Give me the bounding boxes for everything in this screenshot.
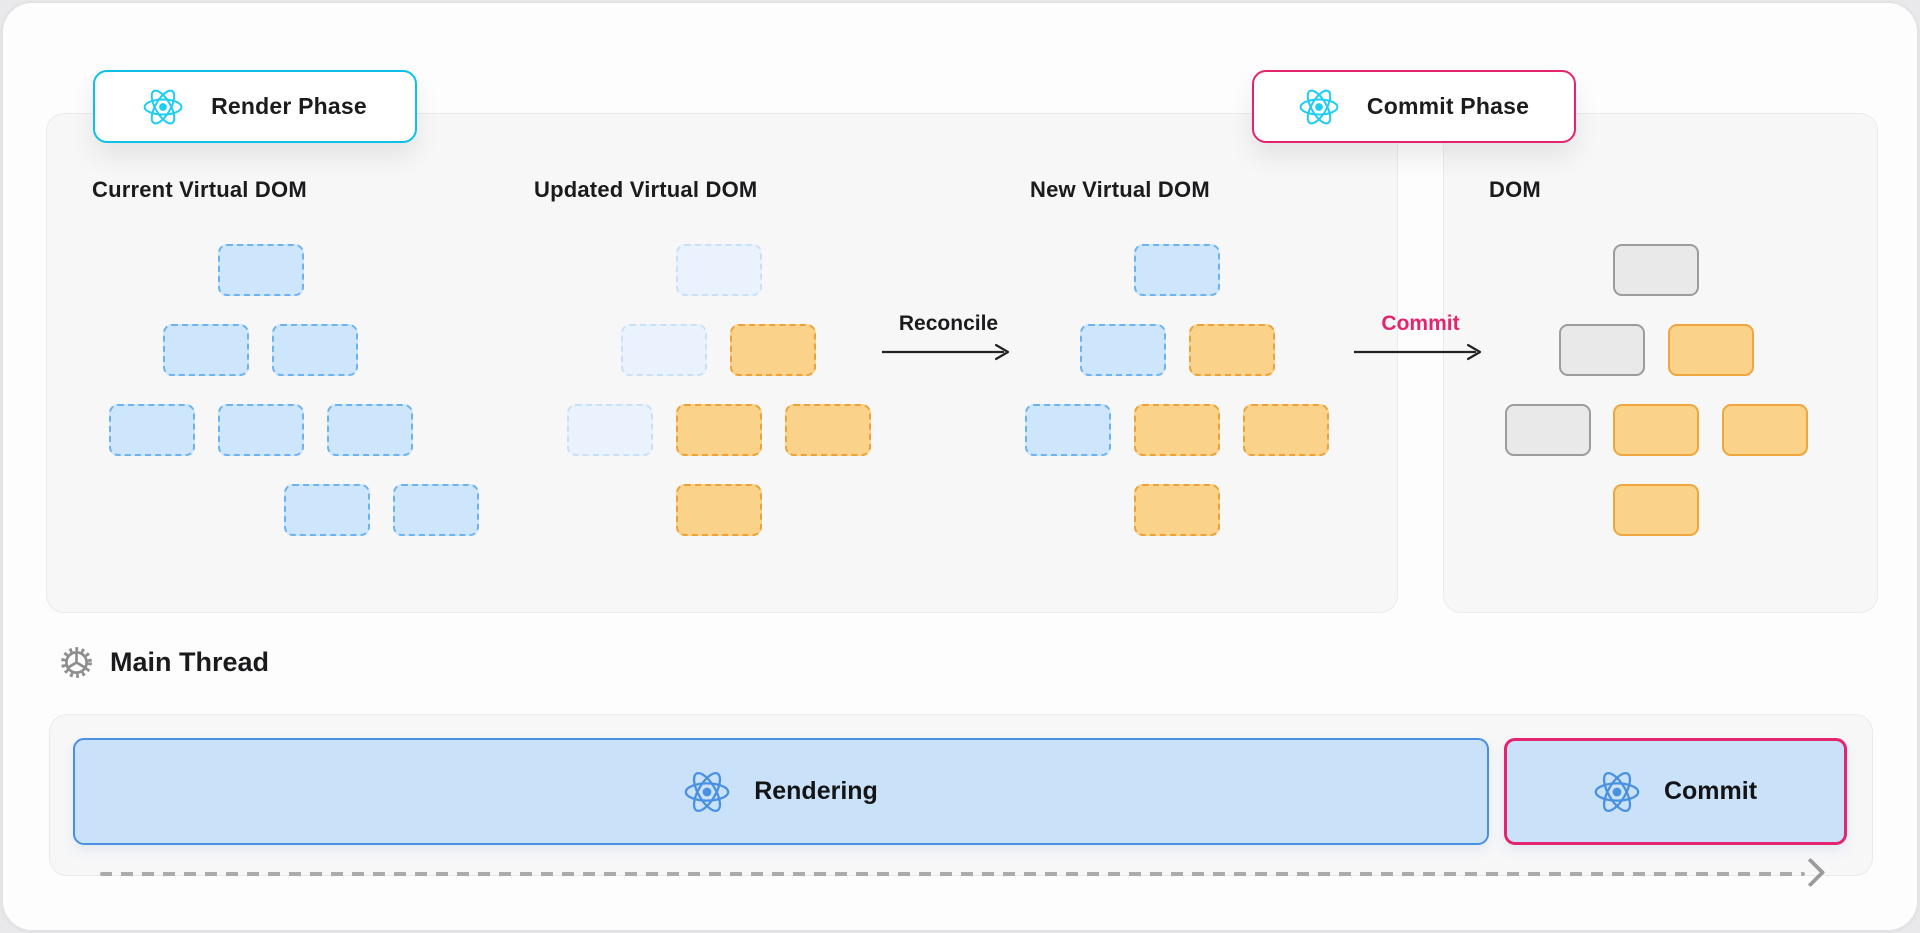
render-phase-label: Render Phase bbox=[211, 93, 367, 119]
commit-label: Commit bbox=[1381, 312, 1460, 335]
current-virtual-dom-node bbox=[163, 324, 249, 376]
right-arrow-icon bbox=[882, 343, 1010, 361]
new-virtual-dom-title: New Virtual DOM bbox=[1030, 177, 1210, 202]
dom-node bbox=[1505, 404, 1591, 456]
commit-bar-label: Commit bbox=[1663, 777, 1758, 805]
render-phase-badge: Render Phase bbox=[93, 70, 417, 143]
dom-panel bbox=[1443, 113, 1878, 613]
react-logo-icon bbox=[143, 87, 183, 127]
react-logo-icon bbox=[1594, 769, 1640, 815]
dom-title: DOM bbox=[1489, 177, 1541, 202]
updated-virtual-dom-node bbox=[676, 244, 762, 296]
current-virtual-dom-node bbox=[218, 404, 304, 456]
main-thread-heading: Main Thread bbox=[60, 646, 269, 679]
commit-task-bar: Commit bbox=[1504, 738, 1847, 845]
updated-virtual-dom-node bbox=[567, 404, 653, 456]
dom-node bbox=[1559, 324, 1645, 376]
dom-node bbox=[1613, 484, 1699, 536]
new-virtual-dom-node bbox=[1080, 324, 1166, 376]
commit-arrow: Commit bbox=[1353, 312, 1488, 361]
dom-node bbox=[1668, 324, 1754, 376]
current-virtual-dom-node bbox=[109, 404, 195, 456]
new-virtual-dom-node bbox=[1134, 484, 1220, 536]
updated-virtual-dom-title: Updated Virtual DOM bbox=[534, 177, 758, 202]
updated-virtual-dom-node bbox=[676, 404, 762, 456]
dom-node bbox=[1722, 404, 1808, 456]
updated-virtual-dom-node bbox=[676, 484, 762, 536]
current-virtual-dom-node bbox=[272, 324, 358, 376]
new-virtual-dom-node bbox=[1025, 404, 1111, 456]
gear-icon bbox=[60, 646, 93, 679]
commit-phase-badge: Commit Phase bbox=[1252, 70, 1576, 143]
reconcile-arrow: Reconcile bbox=[881, 312, 1016, 361]
updated-virtual-dom-node bbox=[730, 324, 816, 376]
current-virtual-dom-node bbox=[393, 484, 479, 536]
new-virtual-dom-node bbox=[1243, 404, 1329, 456]
react-logo-icon bbox=[1299, 87, 1339, 127]
commit-phase-label: Commit Phase bbox=[1366, 93, 1530, 119]
new-virtual-dom-node bbox=[1134, 404, 1220, 456]
current-virtual-dom-node bbox=[327, 404, 413, 456]
timeline-dashed-axis bbox=[100, 872, 1805, 876]
new-virtual-dom-node bbox=[1134, 244, 1220, 296]
rendering-bar-label: Rendering bbox=[754, 777, 878, 805]
dom-node bbox=[1613, 404, 1699, 456]
right-arrow-icon bbox=[1354, 343, 1482, 361]
current-virtual-dom-node bbox=[218, 244, 304, 296]
current-virtual-dom-node bbox=[284, 484, 370, 536]
reconcile-label: Reconcile bbox=[898, 312, 999, 335]
updated-virtual-dom-node bbox=[785, 404, 871, 456]
current-virtual-dom-title: Current Virtual DOM bbox=[92, 177, 307, 202]
new-virtual-dom-node bbox=[1189, 324, 1275, 376]
main-thread-label: Main Thread bbox=[110, 647, 270, 677]
dom-node bbox=[1613, 244, 1699, 296]
rendering-task-bar: Rendering bbox=[73, 738, 1489, 845]
react-logo-icon bbox=[684, 769, 730, 815]
updated-virtual-dom-node bbox=[621, 324, 707, 376]
